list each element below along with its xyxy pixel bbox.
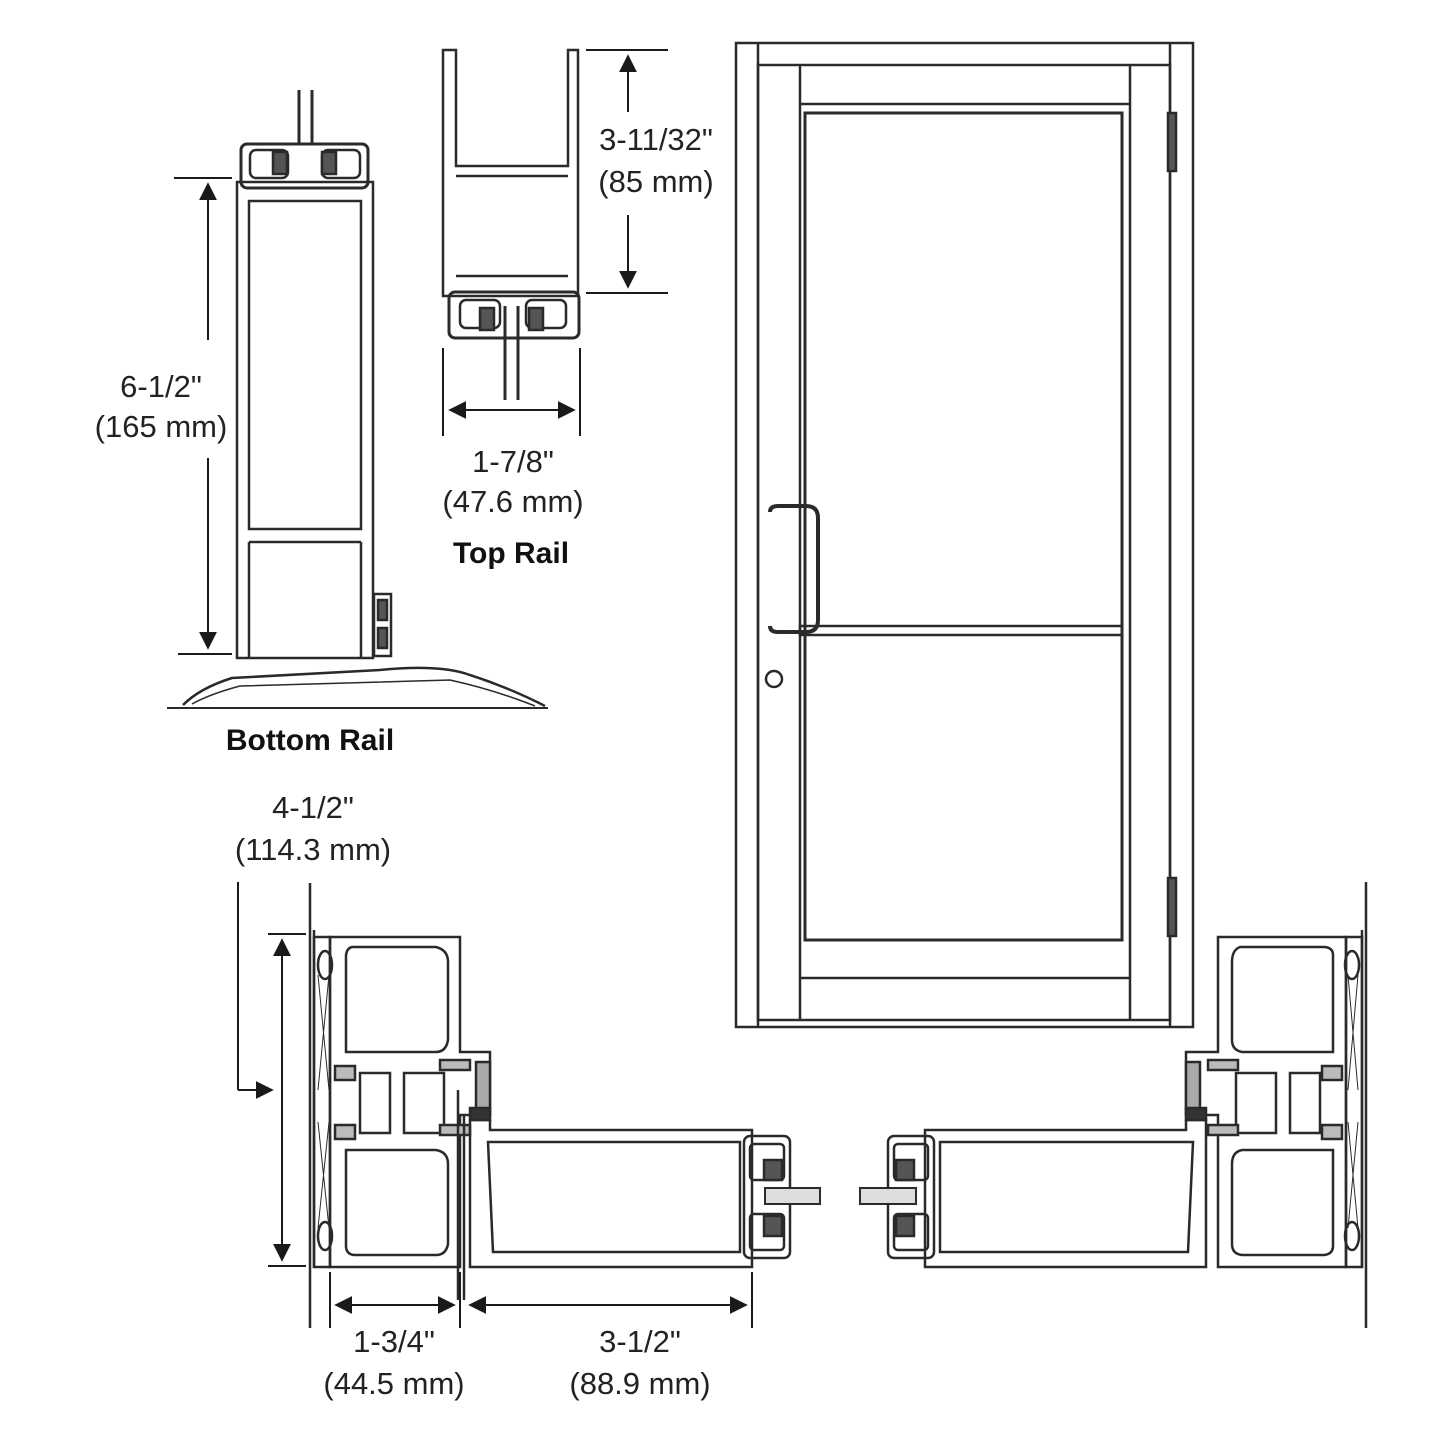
right-jamb-frame <box>1184 882 1368 1328</box>
frame-depth-dimension <box>329 1272 461 1328</box>
bottom-rail-height-dimension <box>174 177 232 655</box>
top-rail-depth-mm: (47.6 mm) <box>442 484 583 519</box>
top-rail-depth-dimension <box>442 348 581 436</box>
frame-depth-mm: (44.5 mm) <box>323 1366 464 1401</box>
door-frame-outline <box>734 41 1195 1029</box>
stile-width-dimension <box>468 1272 753 1328</box>
bottom-rail-caption: Bottom Rail <box>226 724 394 757</box>
top-rail-depth-in: 1-7/8" <box>472 444 554 479</box>
top-rail-caption: Top Rail <box>453 537 569 570</box>
frame-width-in: 4-1/2" <box>272 790 354 825</box>
lock-cylinder <box>764 669 784 689</box>
right-door-stile <box>859 1118 1208 1269</box>
glass-lite <box>803 111 1124 942</box>
bottom-rail-glazing-channel <box>239 142 370 190</box>
stile-width-in: 3-1/2" <box>599 1324 681 1359</box>
frame-depth-in: 1-3/4" <box>353 1324 435 1359</box>
pull-handle <box>768 504 820 634</box>
top-rail-height-mm: (85 mm) <box>598 164 713 199</box>
stile-width-mm: (88.9 mm) <box>569 1366 710 1401</box>
top-rail-height-in: 3-11/32" <box>599 122 713 157</box>
left-door-stile <box>468 1118 821 1269</box>
left-jamb-frame <box>308 883 492 1328</box>
mid-rail <box>798 624 1124 637</box>
bottom-rail-section <box>167 90 548 709</box>
hinge-top <box>1166 111 1178 173</box>
top-rail-glazing-channel <box>447 290 581 340</box>
door-leaf <box>756 63 1172 1022</box>
threshold <box>182 666 546 708</box>
frame-width-mm: (114.3 mm) <box>235 832 391 867</box>
top-rail-height-dimension <box>586 49 668 294</box>
door-bottom-sweep <box>372 592 393 658</box>
top-rail-section <box>441 48 581 400</box>
bottom-rail-height-in: 6-1/2" <box>120 369 202 404</box>
hinge-bottom <box>1166 876 1178 938</box>
frame-width-dimension <box>237 882 306 1267</box>
door-elevation <box>734 41 1195 1029</box>
bottom-rail-height-mm: (165 mm) <box>95 409 228 444</box>
